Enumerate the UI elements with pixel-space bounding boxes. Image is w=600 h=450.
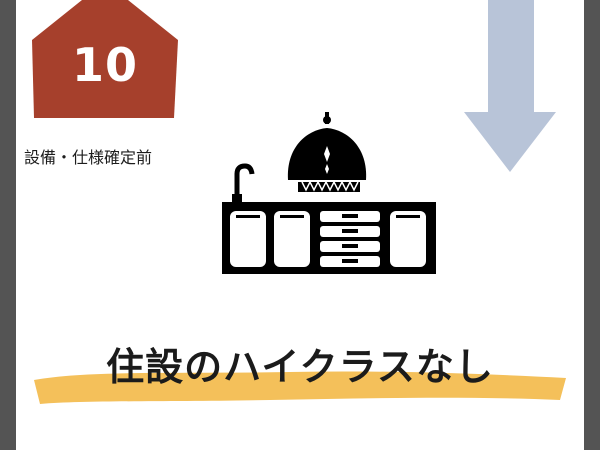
headline-text: 住設のハイクラスなし xyxy=(106,345,494,389)
kitchen-counter-icon xyxy=(218,108,440,280)
house-icon xyxy=(32,0,178,118)
range-hood-icon xyxy=(287,112,367,192)
highlight-stroke xyxy=(34,371,566,404)
frame-border-right xyxy=(584,0,600,450)
step-caption: 設備・仕様確定前 xyxy=(24,148,153,167)
headline-area: 住設のハイクラスなし xyxy=(30,330,570,410)
faucet-icon xyxy=(232,163,255,202)
step-badge: 10 xyxy=(30,0,180,120)
frame-border-left xyxy=(0,0,16,450)
arrow-down-icon xyxy=(462,0,558,179)
step-number: 10 xyxy=(71,38,138,92)
